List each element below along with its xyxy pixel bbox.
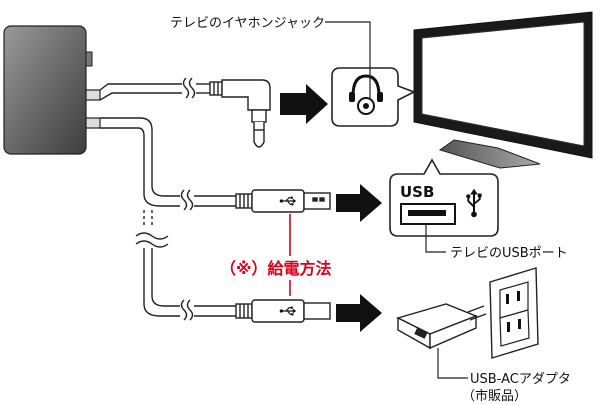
arrow-right-icon [336, 294, 382, 332]
usb-port-badge: USB [400, 183, 434, 201]
arrow-right-icon [336, 184, 382, 222]
leader-line-usb [425, 224, 446, 253]
usb-cable-tv [100, 117, 236, 211]
headphone-jack-callout [331, 67, 416, 127]
usb-ac-adapter-illustration [396, 303, 487, 350]
tv-illustration [413, 11, 593, 169]
leader-line-jack [325, 21, 371, 100]
device-body [3, 25, 101, 155]
usb-ac-adapter-label: USB-ACアダプタ [470, 372, 571, 387]
tv-usb-port-label: テレビのUSBポート [450, 246, 568, 261]
usb-ac-adapter-note: （市販品） [462, 388, 527, 404]
usb-cable-adapter [143, 248, 236, 321]
power-method-label: （※）給電方法 [220, 259, 332, 278]
audio-plug [209, 79, 271, 148]
wall-outlet-illustration [489, 267, 539, 359]
audio-cable [99, 77, 210, 101]
usb-plug-adapter [235, 299, 331, 323]
usb-plug-tv [235, 189, 331, 213]
cable-split-marker [135, 210, 169, 248]
usb-port-callout: USB [389, 158, 499, 237]
leader-line-adapter [437, 348, 468, 379]
tv-earphone-jack-label: テレビのイヤホンジャック [170, 16, 325, 31]
headphone-icon [349, 74, 383, 115]
arrow-right-icon [280, 84, 328, 124]
